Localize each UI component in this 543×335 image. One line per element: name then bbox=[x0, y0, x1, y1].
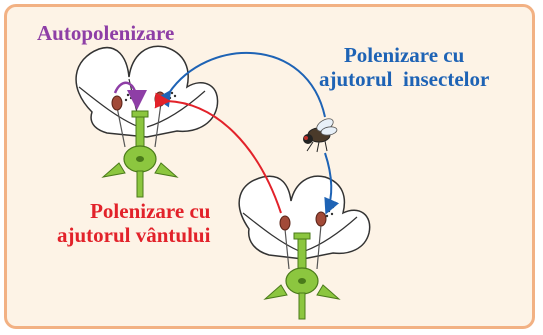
flower-top bbox=[75, 45, 219, 198]
insect-icon bbox=[303, 118, 338, 153]
stigma-stem bbox=[135, 114, 145, 150]
self-pollination-arrow bbox=[113, 81, 147, 110]
petal-curve bbox=[78, 86, 140, 128]
wind-pollination-arrow bbox=[154, 92, 282, 214]
stem bbox=[136, 170, 144, 198]
insect-label-line-1: Polenizare cu bbox=[343, 43, 465, 67]
anther bbox=[279, 215, 291, 231]
insect-pollination-arrow bbox=[155, 52, 326, 118]
stem bbox=[298, 292, 306, 320]
wind-label-line-2: ajutorul vântului bbox=[57, 223, 211, 248]
anther bbox=[315, 211, 327, 227]
petal bbox=[75, 45, 219, 138]
sepal bbox=[316, 284, 341, 300]
anther bbox=[154, 91, 166, 107]
wind-label-line-1: Polenizare cu bbox=[90, 199, 211, 223]
ovule bbox=[298, 278, 306, 284]
sepal bbox=[263, 284, 288, 300]
sepal bbox=[154, 162, 179, 178]
ovule bbox=[136, 156, 144, 162]
sepal bbox=[101, 162, 126, 178]
insect-pollination-label: Polenizare cu ajutorul insectelor bbox=[319, 43, 489, 91]
stigma-top bbox=[293, 232, 311, 240]
anther bbox=[111, 95, 123, 111]
petal-curve bbox=[146, 90, 206, 128]
petal-curve bbox=[304, 216, 358, 252]
insect-pollination-arrow bbox=[324, 152, 340, 215]
pollination-diagram bbox=[75, 45, 371, 320]
insect-label-line-2: ajutorul insectelor bbox=[319, 67, 490, 92]
stigma-stem bbox=[297, 236, 307, 272]
diagram-frame: Autopolenizare Polenizare cu ajutorul in… bbox=[4, 4, 535, 329]
self-pollination-label: Autopolenizare bbox=[37, 21, 175, 45]
petal-curve bbox=[242, 212, 300, 252]
flower-bottom bbox=[238, 175, 371, 320]
wind-pollination-label: Polenizare cu ajutorul vântului bbox=[57, 199, 210, 247]
stigma-top bbox=[131, 110, 149, 118]
